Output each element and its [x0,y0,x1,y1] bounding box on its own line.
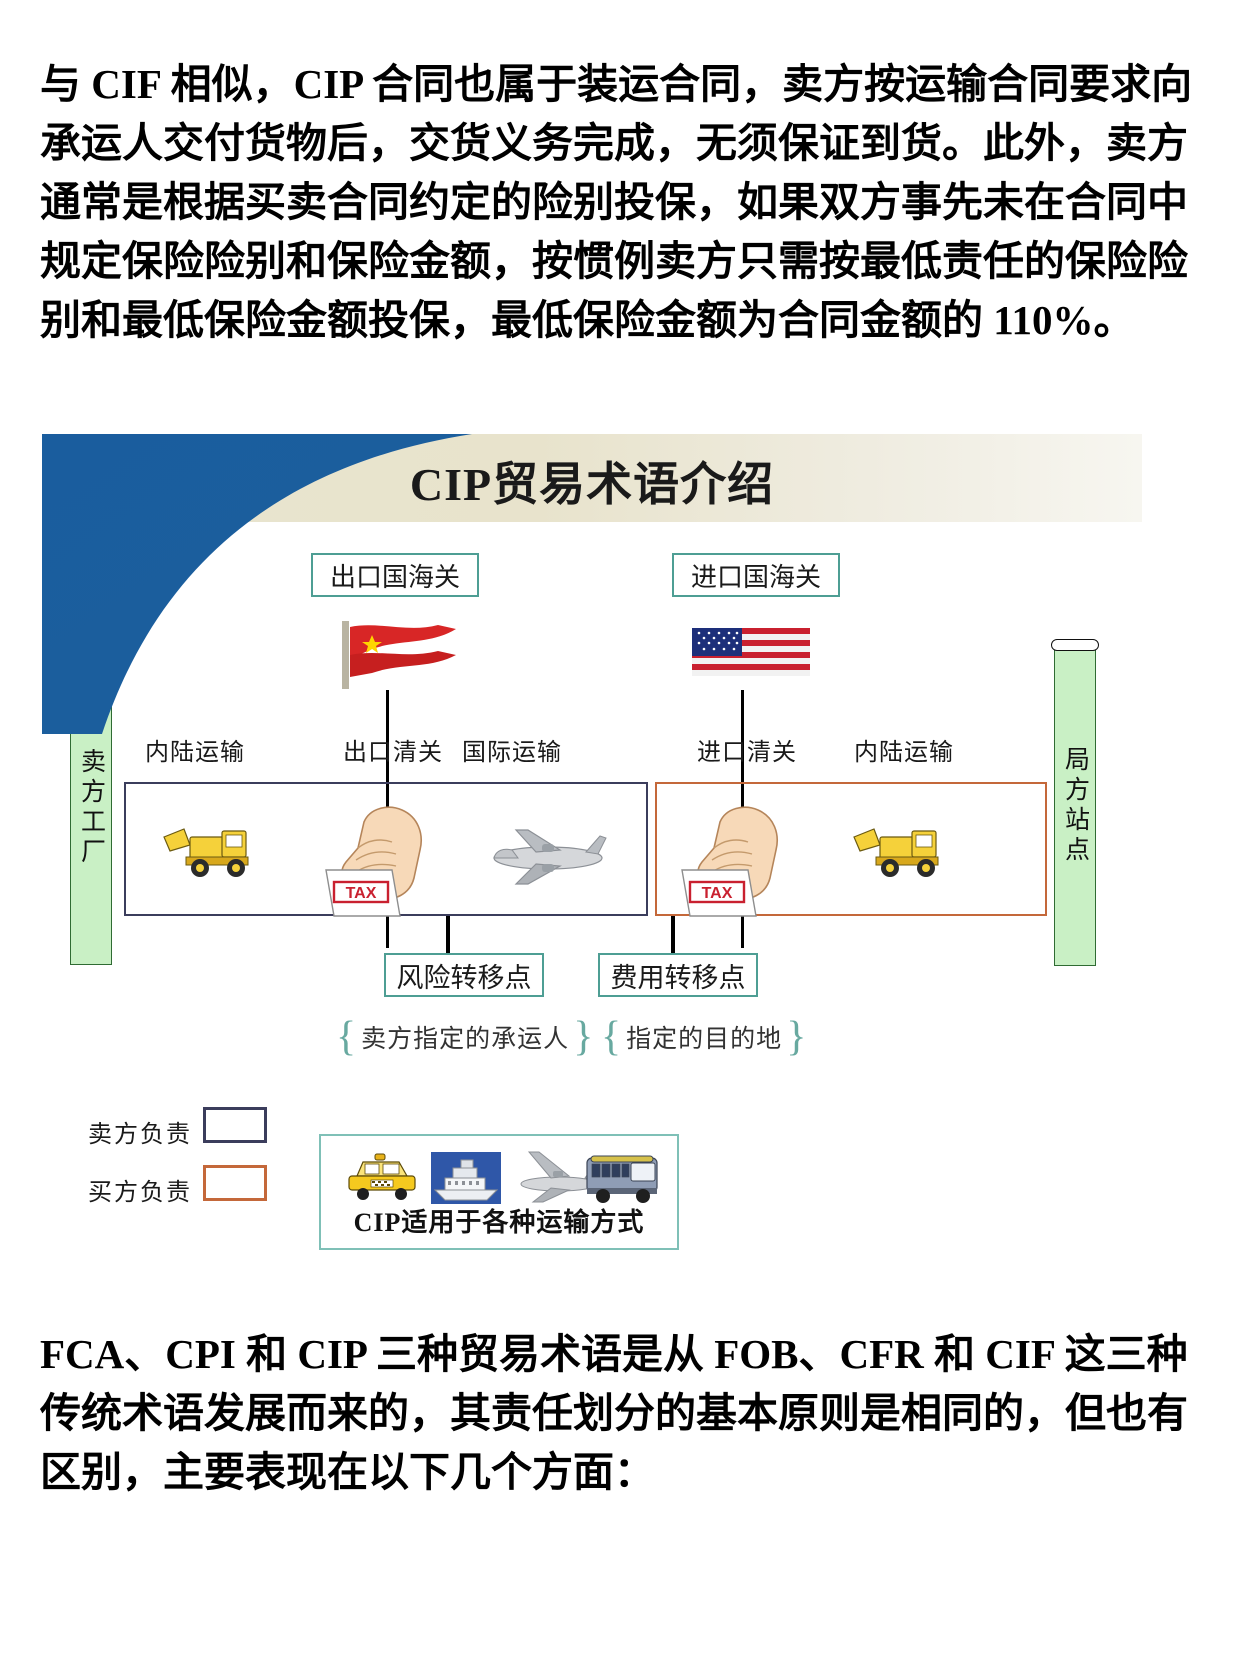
china-flag-icon [342,621,456,689]
svg-text:TAX: TAX [702,885,733,902]
cip-trade-term-diagram: CIP贸易术语介绍 出口国海关 进口国海关 [42,434,1142,1279]
loader-truck-icon [853,828,939,877]
cost-transfer-point-box: 费用转移点 [598,953,758,997]
risk-transfer-point-box: 风险转移点 [384,953,544,997]
stage-label-import-clearance: 进口清关 [697,740,797,766]
stage-label-international-transport: 国际运输 [462,740,562,766]
designated-carrier-brace-label: { 卖方指定的承运人 } [336,1016,594,1058]
diagram-title: CIP贸易术语介绍 [409,459,775,510]
taxi-icon [348,1153,416,1200]
transport-modes-box: CIP适用于各种运输方式 [319,1134,679,1250]
brace-close-icon: } [573,1014,595,1060]
brace-open-icon: { [601,1014,623,1060]
risk-transfer-point-label: 风险转移点 [396,962,532,993]
designated-carrier-label: 卖方指定的承运人 [361,1026,570,1053]
paragraph-top: 与 CIF 相似，CIP 合同也属于装运合同，卖方按运输合同要求向承运人交付货物… [40,61,1193,343]
stage-label-inland-transport-2: 内陆运输 [854,740,954,766]
brace-open-icon: { [336,1014,358,1060]
hand-tax-icon: TAX [681,806,778,917]
buyer-station-bar-cap [1051,639,1099,651]
risk-transfer-connector-left [446,916,450,962]
cost-transfer-point-label: 费用转移点 [610,962,746,993]
legend-seller-swatch [203,1107,267,1143]
transport-modes-caption: CIP适用于各种运输方式 [353,1208,645,1237]
export-customs-label: 出口国海关 [329,562,460,592]
legend-seller-label: 卖方负责 [88,1122,192,1148]
diagram-header: CIP贸易术语介绍 [42,434,1142,522]
export-customs-box: 出口国海关 [311,553,479,597]
buyer-station-bar: 局方站点 [1051,639,1099,966]
loader-truck-icon [163,828,249,877]
named-destination-label: 指定的目的地 [626,1026,783,1053]
hand-tax-icon: TAX [325,806,422,917]
seller-factory-label: 卖方工厂 [77,747,105,868]
import-customs-label: 进口国海关 [690,562,821,592]
stage-label-inland-transport-1: 内陆运输 [145,740,245,766]
seller-factory-bar-cap [67,643,115,655]
svg-text:TAX: TAX [346,885,377,902]
buyer-station-label: 局方站点 [1061,746,1089,866]
ship-icon [431,1152,501,1204]
stage-label-export-clearance: 出口清关 [343,740,443,766]
legend-buyer-swatch [203,1165,267,1201]
buyer-responsibility-box [655,782,1047,916]
import-customs-box: 进口国海关 [672,553,840,597]
cost-transfer-connector [671,916,675,962]
airplane-icon [493,829,607,885]
brace-close-icon: } [786,1014,808,1060]
usa-flag-icon [692,628,810,676]
seller-factory-bar: 卖方工厂 [67,643,115,965]
named-destination-brace-label: { 指定的目的地 } [601,1016,807,1058]
bus-icon [586,1155,658,1203]
paragraph-bottom: FCA、CPI 和 CIP 三种贸易术语是从 FOB、CFR 和 CIF 这三种… [40,1331,1188,1495]
legend-buyer-label: 买方负责 [88,1180,192,1206]
